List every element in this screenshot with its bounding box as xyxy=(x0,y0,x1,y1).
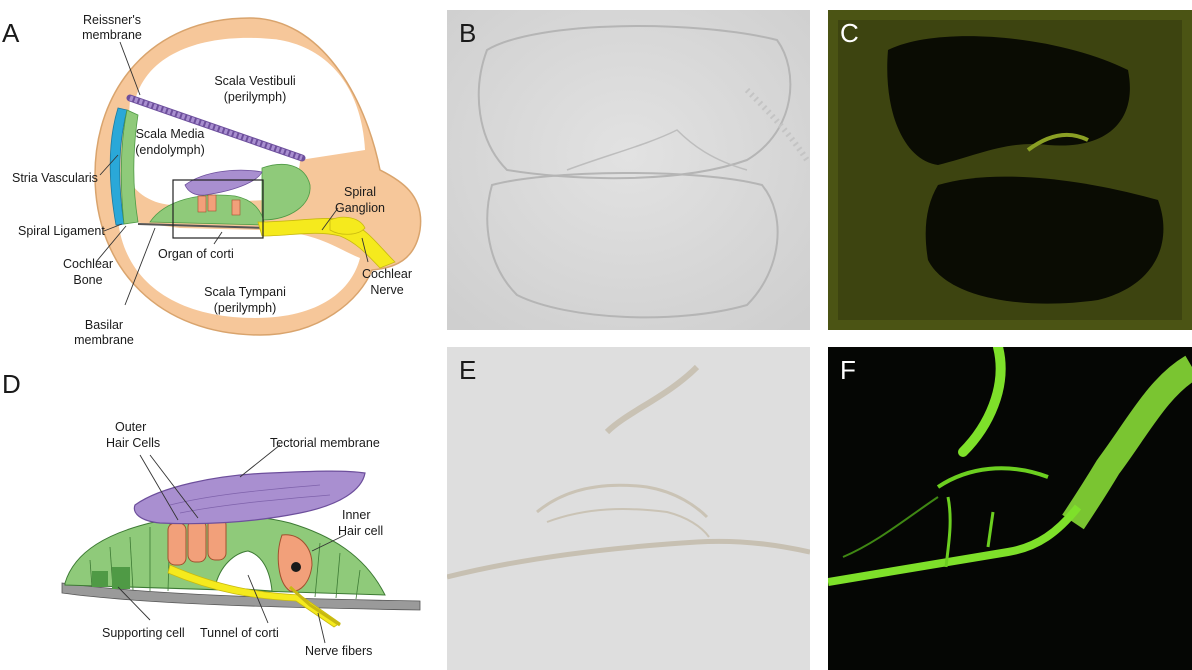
panel-c-letter: C xyxy=(840,18,859,48)
label-cochlear-nerve-2: Nerve xyxy=(370,283,403,297)
label-outer-hair-cells-2: Hair Cells xyxy=(106,436,160,450)
label-scala-tympani-2: (perilymph) xyxy=(214,301,277,315)
label-scala-vestibuli-2: (perilymph) xyxy=(224,90,287,104)
nerve-fibers-shape xyxy=(167,564,341,628)
panel-d-letter: D xyxy=(2,369,21,399)
label-reissners-membrane-2: membrane xyxy=(82,28,142,42)
panel-b-dic-image: B xyxy=(447,10,810,330)
label-inner-hair-cell-1: Inner xyxy=(342,508,371,522)
label-scala-media-2: (endolymph) xyxy=(135,143,204,157)
tectorial-membrane-mini xyxy=(184,169,263,196)
label-scala-media-1: Scala Media xyxy=(136,127,205,141)
label-basilar-membrane-1: Basilar xyxy=(85,318,123,332)
scala-tympani-chamber xyxy=(118,220,360,318)
fluorescence-cochlea-section xyxy=(828,10,1192,330)
label-scala-vestibuli-1: Scala Vestibuli xyxy=(214,74,295,88)
label-nerve-fibers: Nerve fibers xyxy=(305,644,372,658)
panel-a: A Reis xyxy=(0,0,440,345)
outer-hair-cells-group xyxy=(167,517,227,566)
label-scala-tympani-1: Scala Tympani xyxy=(204,285,286,299)
panel-c-fluorescence-image: C xyxy=(828,10,1192,330)
tectorial-membrane-shape xyxy=(133,470,366,525)
panel-f-fluorescence-image: F xyxy=(828,347,1192,670)
cochlea-cross-section-diagram: Reissner's membrane Scala Vestibuli (per… xyxy=(12,13,422,345)
label-tunnel-of-corti: Tunnel of corti xyxy=(200,626,279,640)
label-cochlear-bone-1: Cochlear xyxy=(63,257,113,271)
scala-vestibuli-chamber xyxy=(135,37,365,161)
label-basilar-membrane-2: membrane xyxy=(74,333,134,345)
fluorescence-organ-of-corti xyxy=(828,347,1192,670)
label-spiral-ligament: Spiral Ligament xyxy=(18,224,105,238)
panel-b-letter: B xyxy=(459,18,477,48)
label-spiral-ganglion-1: Spiral xyxy=(344,185,376,199)
label-tectorial-membrane: Tectorial membrane xyxy=(270,436,380,450)
dic-cochlea-section xyxy=(447,10,810,330)
tunnel-of-corti-shape xyxy=(214,550,273,592)
organ-of-corti-diagram: Outer Hair Cells Tectorial membrane Inne… xyxy=(61,420,421,658)
panel-f-letter: F xyxy=(840,355,856,385)
label-cochlear-bone-2: Bone xyxy=(73,273,102,287)
spiral-ligament-shape xyxy=(120,109,139,225)
label-reissners-membrane-1: Reissner's xyxy=(83,13,141,27)
panel-e-dic-image: E xyxy=(447,347,810,670)
label-inner-hair-cell-2: Hair cell xyxy=(338,524,383,538)
label-spiral-ganglion-2: Ganglion xyxy=(335,201,385,215)
panel-d: D xyxy=(0,355,440,670)
label-organ-of-corti: Organ of corti xyxy=(158,247,234,261)
spiral-limbus-shape xyxy=(261,164,311,221)
label-cochlear-nerve-1: Cochlear xyxy=(362,267,412,281)
panel-a-letter: A xyxy=(2,18,20,48)
panel-e-letter: E xyxy=(459,355,477,385)
dic-organ-of-corti xyxy=(447,347,810,670)
label-stria-vascularis: Stria Vascularis xyxy=(12,171,98,185)
basilar-membrane-mini xyxy=(137,223,269,229)
basilar-membrane-shape xyxy=(61,582,421,611)
label-supporting-cell: Supporting cell xyxy=(102,626,185,640)
label-outer-hair-cells-1: Outer xyxy=(115,420,146,434)
